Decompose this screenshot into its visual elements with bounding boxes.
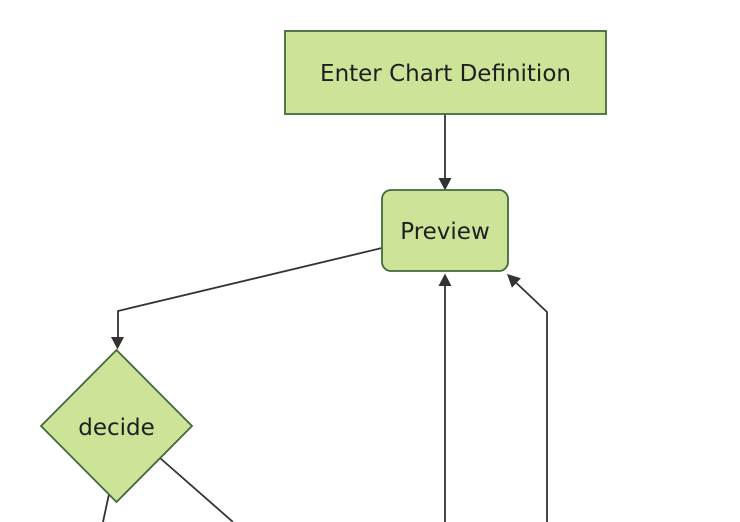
node-preview: Preview	[381, 189, 509, 272]
rounded-rectangle-node-shape	[381, 189, 509, 272]
edge-layer	[102, 114, 548, 522]
edge-preview-to-decide	[117, 247, 383, 338]
arrowhead-down-icon	[111, 337, 124, 350]
edge-bottom-to-preview-corner	[515, 282, 548, 522]
arrowhead-up-left-icon	[507, 274, 521, 288]
diamond-node-shape	[39, 348, 194, 504]
node-decide: decide	[39, 348, 194, 504]
arrowhead-up-icon	[438, 273, 452, 286]
arrowhead-down-icon	[438, 178, 452, 191]
edge-decide-to-bottom-left	[102, 493, 110, 522]
node-enter-chart-definition: Enter Chart Definition	[284, 30, 607, 115]
node-label-decide: decide	[78, 415, 155, 441]
edge-decide-to-bottom-right	[159, 457, 234, 522]
node-label-preview: Preview	[400, 219, 490, 245]
rectangle-node-shape	[284, 30, 607, 115]
node-label-enter-chart-definition: Enter Chart Definition	[320, 61, 571, 87]
